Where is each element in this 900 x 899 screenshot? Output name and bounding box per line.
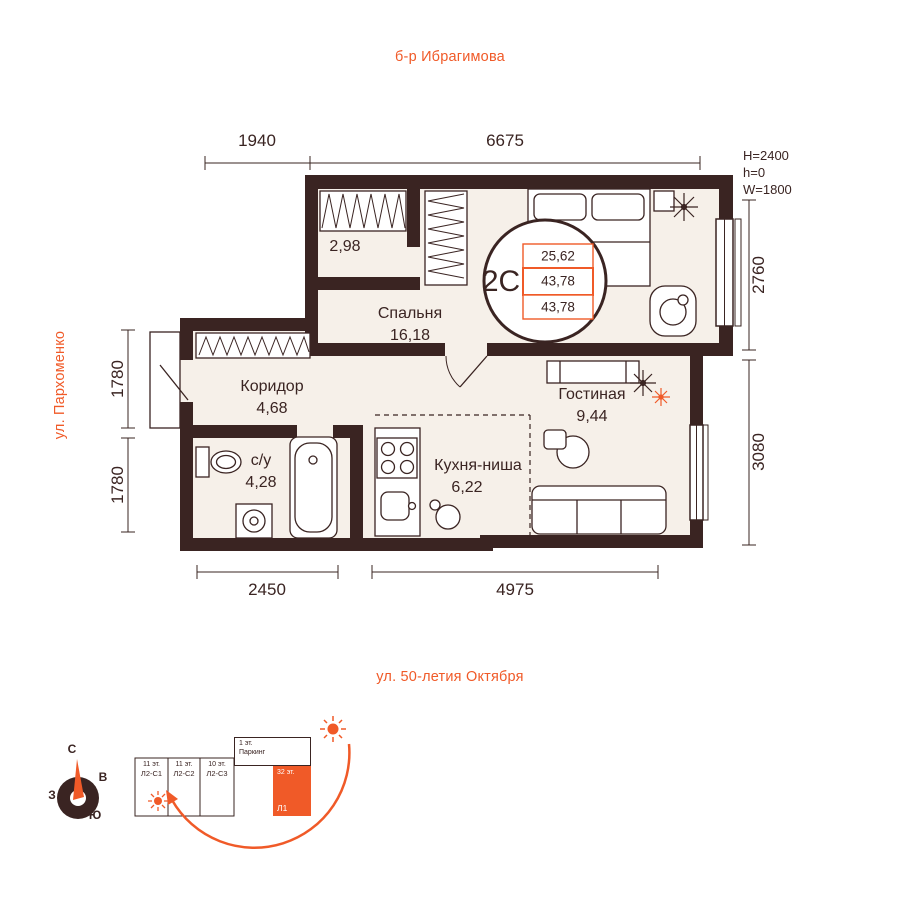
console-table	[546, 360, 640, 384]
building-code: Л2-С1	[140, 769, 163, 778]
room-label-corridor: Коридор	[240, 378, 304, 395]
spec-ceiling-height: H=2400	[743, 148, 789, 163]
walls	[180, 175, 733, 551]
table-and-chair	[543, 429, 590, 469]
sunpath-arrow	[166, 743, 351, 849]
building-floors: 11 эт.	[142, 761, 160, 768]
parking-block: 1 эт. Паркинг	[234, 737, 311, 766]
apartment-type: 2С	[481, 265, 521, 298]
plants	[630, 193, 698, 406]
building-label-1: 11 эт. Л2-С1	[135, 758, 168, 816]
tower-floors: 32 эт.	[277, 769, 295, 776]
dimension-left-lower: 1780	[108, 466, 127, 504]
windows	[689, 218, 742, 521]
sun-icon	[148, 791, 168, 811]
site-plan	[57, 716, 351, 849]
spec-sill-height: h=0	[743, 165, 766, 180]
plant-icon-orange	[652, 388, 670, 406]
compass-west: З	[48, 788, 56, 802]
kitchen-person	[429, 499, 461, 530]
plant-icon	[670, 193, 698, 221]
plant-icon	[630, 370, 656, 396]
furniture	[195, 188, 697, 539]
kitchen-dashed-boundary	[375, 414, 531, 538]
spec-window-width: W=1800	[743, 182, 792, 197]
street-name-top: б-р Ибрагимова	[395, 49, 505, 65]
sofa	[531, 485, 667, 535]
room-label-kitchen: Кухня-ниша	[434, 457, 522, 474]
room-area-bathroom: 4,28	[245, 474, 277, 491]
armchair	[649, 285, 697, 337]
kitchen-counter	[374, 427, 421, 537]
dimension-bottom-right: 4975	[496, 580, 534, 599]
room-label-bathroom: с/у	[250, 452, 272, 469]
street-name-left: ул. Пархоменко	[52, 330, 68, 440]
street-name-bottom: ул. 50-летия Октября	[376, 669, 524, 685]
entrance-door-leaf	[159, 364, 189, 401]
window-specs: H=2400 h=0 W=1800	[743, 147, 792, 198]
building-code: Л2-С2	[173, 769, 195, 778]
tower-block: 32 эт. Л1	[273, 766, 311, 816]
dimension-left-upper: 1780	[108, 360, 127, 398]
compass-north: С	[67, 742, 77, 756]
room-label-bedroom: Спальня	[377, 305, 443, 322]
dimension-top-left: 1940	[238, 131, 276, 150]
wardrobe-closet	[319, 190, 468, 286]
nightstand	[653, 190, 675, 212]
dimension-lines	[121, 156, 756, 579]
building-label-3: 10 эт. Л2-С3	[200, 758, 234, 816]
sun-icon	[320, 716, 346, 742]
bedroom-door-leaf	[459, 355, 488, 388]
building-block-3	[199, 757, 235, 817]
badge-area-living: 25,62	[541, 248, 575, 264]
compass-east: В	[98, 770, 108, 784]
compass-icon	[57, 759, 99, 819]
room-area-kitchen: 6,22	[451, 479, 483, 496]
room-area-wardrobe: 2,98	[329, 238, 361, 255]
building-label-2: 11 эт. Л2-С2	[168, 758, 200, 816]
compass-south: Ю	[88, 808, 102, 822]
building-code: Л2-С3	[206, 769, 228, 778]
dimension-right-lower: 3080	[749, 433, 768, 471]
room-area-bedroom: 16,18	[389, 327, 431, 344]
room-area-living: 9,44	[576, 408, 608, 425]
dimension-right-upper: 2760	[749, 256, 768, 294]
toilet	[195, 446, 242, 478]
parking-label: Паркинг	[239, 748, 266, 756]
badge-area-total: 43,78	[541, 273, 575, 289]
room-label-living: Гостиная	[558, 386, 626, 403]
room-area-corridor: 4,68	[256, 400, 288, 417]
corridor-closet	[195, 332, 311, 359]
building-floors: 10 эт.	[208, 761, 226, 768]
entrance-vestibule	[149, 331, 181, 429]
dimension-top-right: 6675	[486, 131, 524, 150]
bathtub	[289, 436, 338, 539]
washing-machine	[235, 503, 273, 539]
building-floors: 11 эт.	[175, 761, 193, 768]
sink	[380, 491, 410, 521]
parking-floors: 1 эт.	[239, 740, 253, 747]
tower-label: Л1	[277, 803, 288, 813]
area-badge	[482, 218, 608, 344]
badge-area-full: 43,78	[541, 299, 575, 315]
dimension-bottom-left: 2450	[248, 580, 286, 599]
